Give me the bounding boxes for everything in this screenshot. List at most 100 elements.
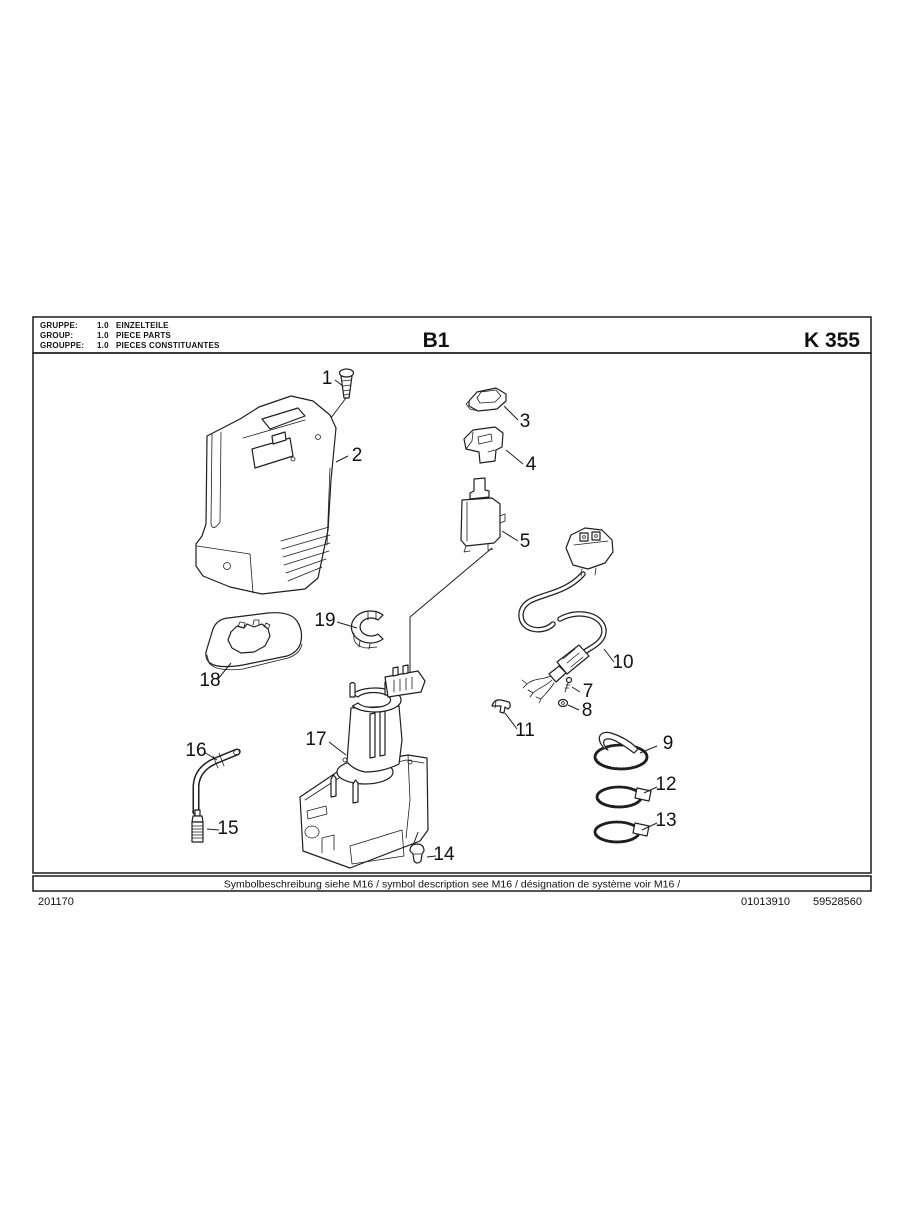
part-17-pump-assembly-stroke	[330, 774, 337, 798]
part-10-power-cord-stroke	[582, 535, 586, 539]
part-19-clamping-ring-stroke	[350, 610, 384, 644]
callout-14: 14	[433, 844, 455, 865]
callout-1: 1	[322, 368, 333, 389]
callout-3: 3	[520, 411, 531, 432]
part-4-bracket-stroke	[465, 431, 496, 453]
part-9-cable-tie-stroke	[598, 731, 639, 754]
callout-leaders-stroke	[334, 379, 344, 387]
part-18-cover-plate-stroke	[237, 619, 271, 630]
part-9-cable-tie	[593, 731, 649, 771]
header-row1-group: 1.0	[97, 321, 109, 330]
part-2-housing-cover-stroke	[195, 395, 337, 595]
part-10-power-cord-stroke	[591, 531, 601, 541]
part-9-cable-tie-stroke	[594, 758, 649, 770]
part-19-clamping-ring-stroke	[367, 610, 377, 621]
callout-leaders-stroke	[503, 405, 519, 421]
part-12-hose-clamp	[595, 785, 652, 809]
part-4-bracket-stroke	[477, 433, 493, 445]
header-row2-label: GROUP:	[40, 331, 73, 340]
part-5-switch-stroke	[469, 477, 490, 500]
callout-5: 5	[520, 531, 531, 552]
part-1-screw	[317, 368, 355, 436]
part-5-switch-stroke	[460, 497, 501, 547]
part-10-power-cord-stroke	[594, 534, 598, 538]
part-15-nozzle-stroke	[194, 809, 201, 817]
part-16-suction-pipe-stroke	[194, 750, 239, 814]
callout-leaders-stroke	[206, 828, 220, 831]
part-5-switch-stroke	[466, 501, 506, 542]
part-2-housing-cover-stroke	[290, 456, 296, 462]
part-17-pump-assembly-stroke	[321, 834, 335, 854]
part-19-clamping-ring-stroke	[353, 632, 378, 650]
part-7-screw-stroke	[565, 676, 573, 684]
part-10-power-cord-stroke	[579, 532, 589, 542]
symbol-note-bar-stroke	[32, 875, 872, 892]
header-row2-group: 1.0	[97, 331, 109, 340]
part-2-housing-cover-stroke	[223, 562, 231, 570]
part-17-pump-assembly-stroke	[384, 670, 426, 698]
part-17-pump-assembly-stroke	[306, 805, 328, 820]
part-2-housing-cover-stroke	[315, 434, 321, 440]
callout-leaders-stroke	[641, 822, 658, 831]
callout-12: 12	[655, 774, 676, 795]
callout-2: 2	[352, 445, 363, 466]
header-row1-label: GRUPPE:	[40, 321, 78, 330]
header-row2-name: PIECE PARTS	[116, 331, 171, 340]
part-19-clamping-ring	[350, 610, 384, 650]
callout-numbers: 1 2 3 4 5 7 8 9 10 11 12 13 14 15 16 17 …	[185, 368, 676, 865]
part-17-pump-assembly	[299, 664, 429, 869]
part-10-power-cord-stroke	[562, 648, 584, 668]
callout-17: 17	[305, 729, 326, 750]
part-18-cover-plate-stroke	[206, 643, 303, 671]
part-2-housing-cover-stroke	[242, 419, 306, 439]
part-15-nozzle	[191, 809, 204, 843]
part-12-hose-clamp-stroke	[634, 787, 652, 802]
diagram-box-stroke	[32, 352, 872, 874]
callout-leaders-stroke	[328, 741, 347, 756]
part-10-power-cord-stroke	[565, 527, 614, 570]
part-15-nozzle-stroke	[191, 825, 204, 839]
part-11-clip-stroke	[494, 700, 497, 709]
part-5-switch-stroke	[409, 547, 493, 675]
callout-leaders-stroke	[426, 855, 437, 858]
part-2-housing-cover	[195, 395, 337, 595]
part-2-housing-cover-stroke	[210, 431, 222, 528]
callout-leaders-stroke	[567, 704, 580, 711]
part-1-screw-stroke	[341, 379, 352, 396]
part-4-bracket	[463, 426, 504, 464]
part-17-pump-assembly-stroke	[392, 664, 409, 677]
part-10-power-cord-stroke	[521, 679, 542, 704]
part-10-power-cord-stroke	[548, 665, 567, 683]
part-3-cap-stroke	[465, 400, 479, 412]
document-numbers: 201170 01013910 59528560	[38, 896, 862, 908]
model-code: K 355	[804, 329, 860, 352]
part-9-cable-tie-stroke	[593, 743, 649, 771]
part-1-screw-stroke	[338, 368, 355, 378]
callout-8: 8	[582, 700, 593, 721]
part-8-washer-stroke	[561, 701, 565, 705]
callout-leaders-stroke	[203, 751, 218, 761]
part-3-cap	[465, 387, 507, 412]
part-17-pump-assembly-stroke	[407, 759, 413, 765]
part-17-pump-assembly-stroke	[349, 681, 356, 698]
part-12-hose-clamp-stroke	[596, 798, 643, 809]
callout-leaders-stroke	[643, 786, 658, 794]
callout-13: 13	[655, 810, 676, 831]
part-10-power-cord-stroke	[526, 675, 555, 700]
diagram-box: 1 2 3 4 5 7 8 9 10 11 12 13 14 15 16 17 …	[32, 352, 872, 874]
callout-leaders-stroke	[335, 455, 349, 463]
part-5-switch	[409, 477, 506, 675]
part-13-hose-clamp-stroke	[632, 822, 650, 837]
part-13-hose-clamp-stroke	[594, 833, 641, 844]
header-row3-name: PIECES CONSTITUANTES	[116, 341, 220, 350]
doc-number-right-2: 59528560	[813, 896, 862, 908]
part-2-housing-cover-stroke	[326, 467, 331, 546]
part-2-housing-cover-stroke	[271, 431, 287, 445]
part-5-switch-stroke	[463, 543, 494, 553]
part-11-clip	[491, 699, 511, 714]
part-17-pump-assembly-stroke	[349, 829, 405, 865]
callout-leaders-stroke	[217, 662, 232, 680]
part-10-power-cord-stroke	[556, 644, 590, 675]
